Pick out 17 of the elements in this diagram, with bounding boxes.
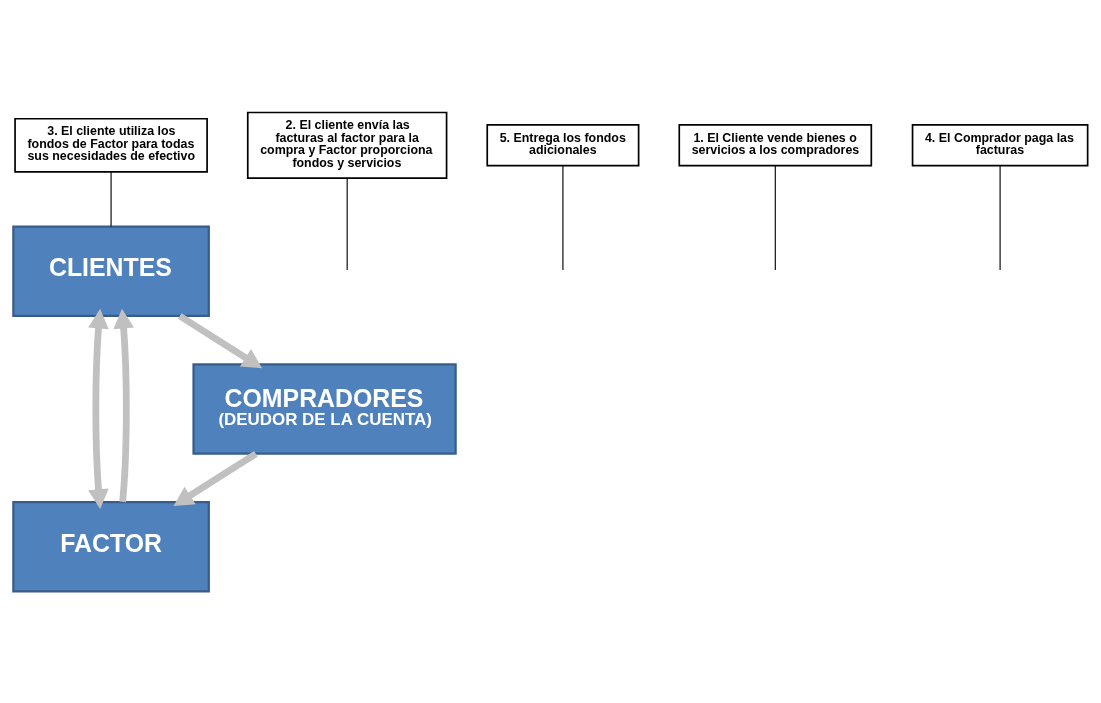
node-box: 5. Entrega los fondos adicionales xyxy=(486,123,640,166)
node-box: 1. El Cliente vende bienes o servicios a los compradores xyxy=(678,123,873,166)
connector xyxy=(110,170,112,227)
node-box: CLIENTES xyxy=(12,225,210,317)
connector xyxy=(999,164,1001,271)
arrow xyxy=(173,450,258,506)
connector xyxy=(562,164,564,271)
node-box: COMPRADORES (DEUDOR DE LA CUENTA) xyxy=(192,362,457,455)
node-box: FACTOR xyxy=(12,500,210,593)
connector xyxy=(774,164,776,271)
node-box: 4. El Comprador paga las facturas xyxy=(911,123,1089,166)
node-box: 3. El cliente utiliza los fondos de Factor para todas sus necesidades de efectivo xyxy=(14,117,208,173)
arrow xyxy=(113,308,134,502)
connector xyxy=(346,177,348,270)
node-box: 2. El cliente envía las facturas al factor para la compra y Factor proporciona fondos y servicios xyxy=(246,111,448,179)
arrow xyxy=(88,308,109,509)
arrow xyxy=(177,312,263,368)
